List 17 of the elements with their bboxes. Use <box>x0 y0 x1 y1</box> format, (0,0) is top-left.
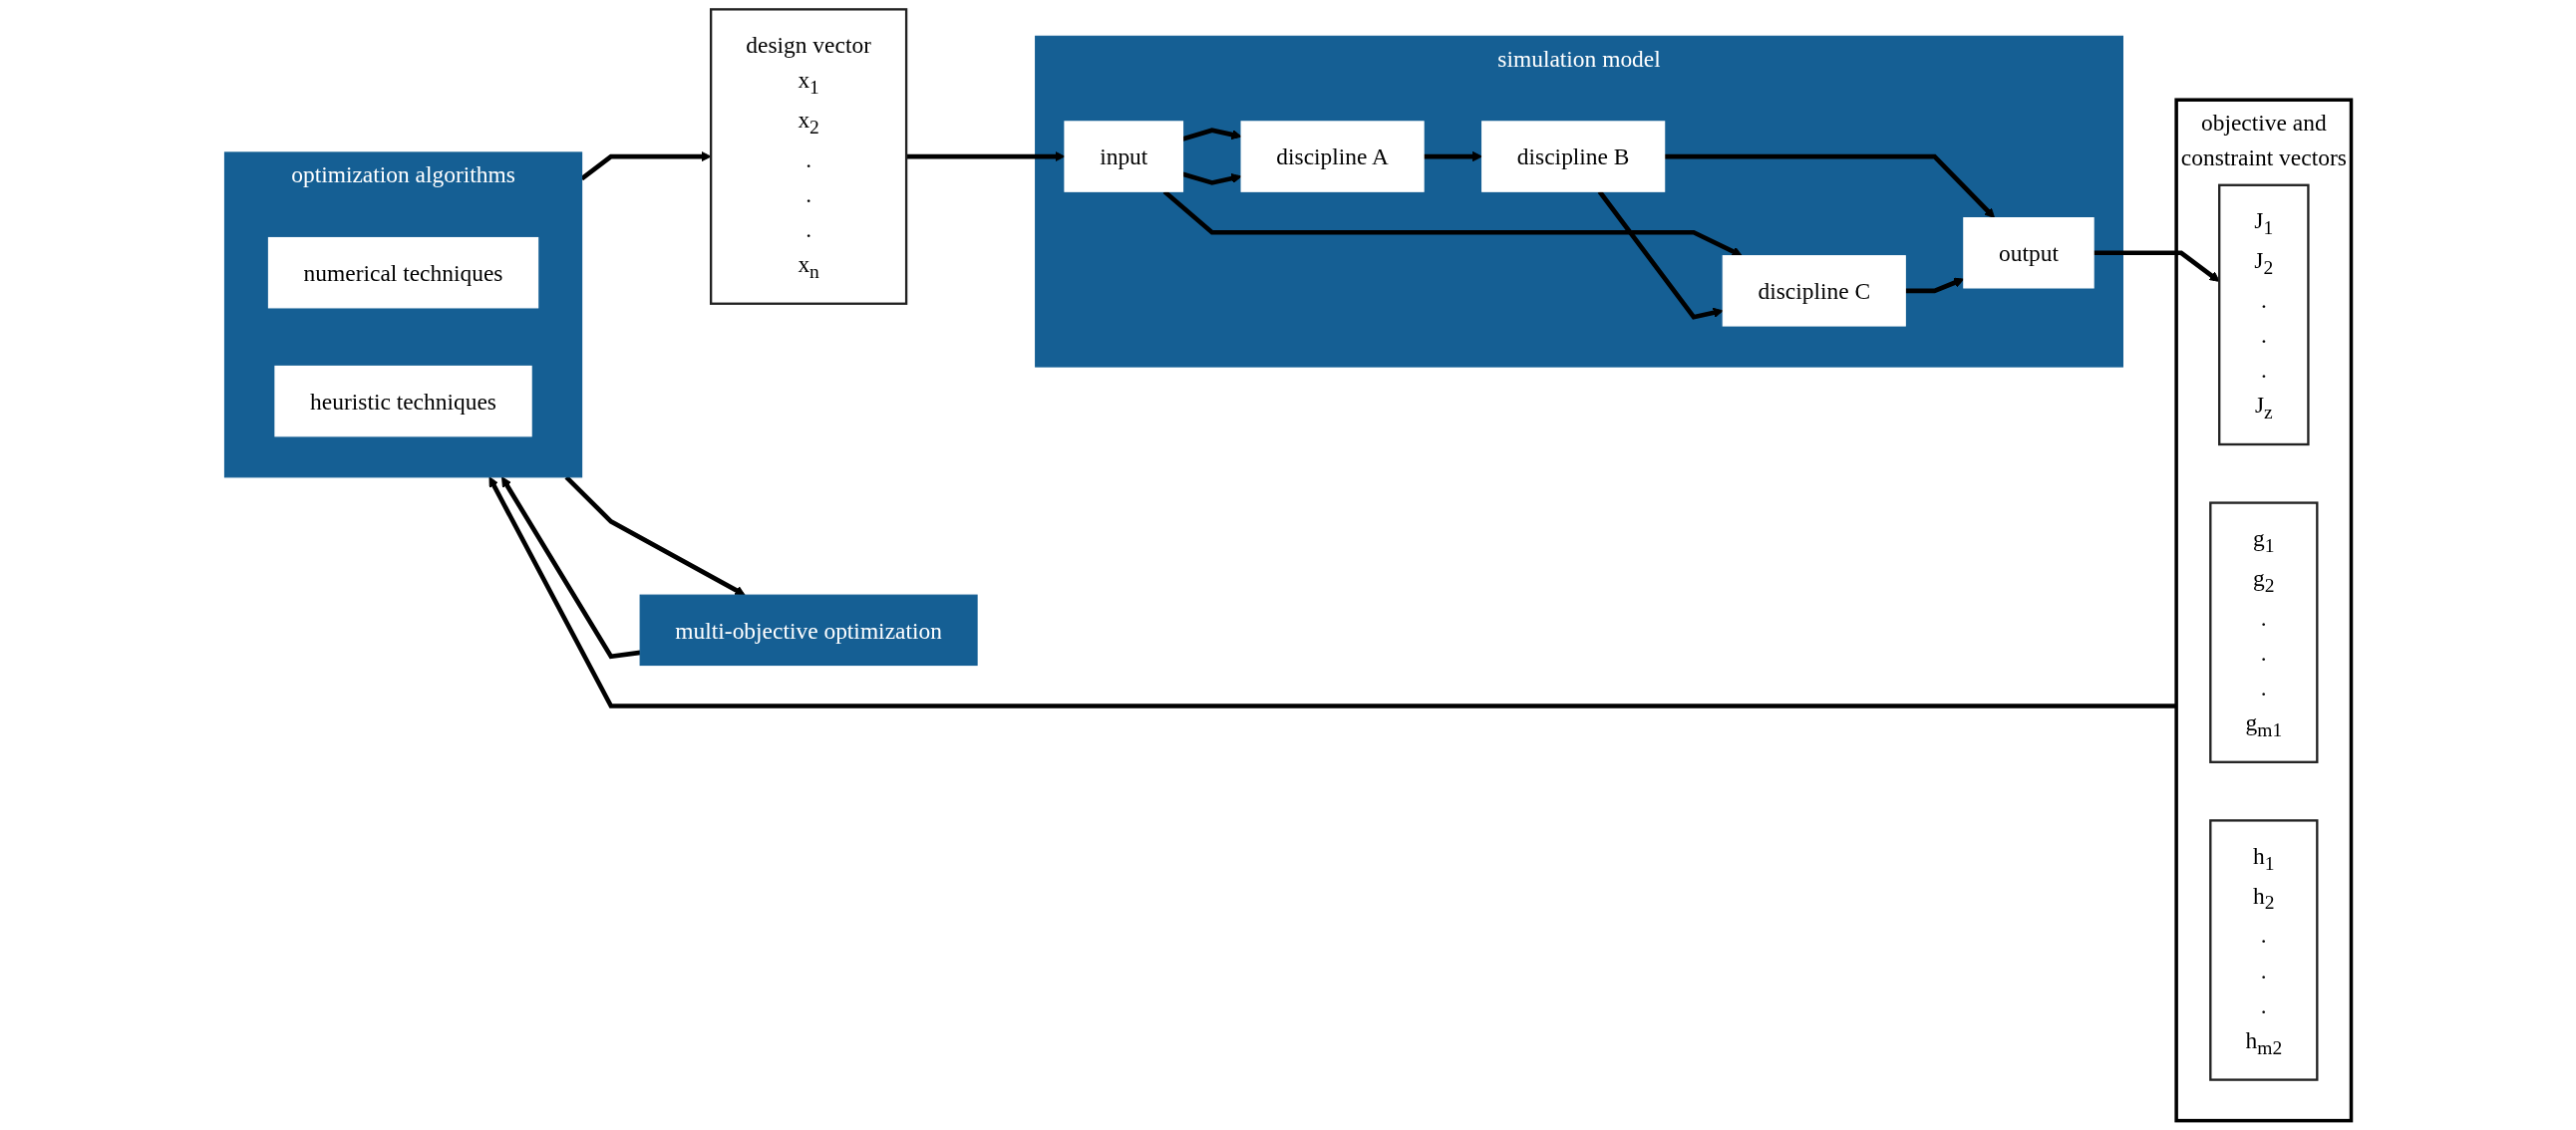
node-box: J$_{1}$ J$_{2}$ . . . J$_{z}$ <box>2218 183 2310 446</box>
arrow <box>501 476 641 660</box>
node-box: h$_{1}$ h$_{2}$ . . . h$_{m2}$ <box>2209 819 2319 1081</box>
arrow <box>564 475 746 596</box>
arrow <box>2093 250 2220 282</box>
node-box: input <box>1064 121 1184 192</box>
node-box: discipline B <box>1481 121 1666 192</box>
node-box: numerical techniques <box>267 236 539 309</box>
node-box: output <box>1963 217 2094 289</box>
node-box: design vector x$_{1}$ x$_{2}$ . . . x$_{n}$ <box>710 8 908 305</box>
node-box: heuristic techniques <box>274 365 532 437</box>
arrow <box>1664 153 1996 219</box>
node-box: g$_{1}$ g$_{2}$ . . . g$_{m1}$ <box>2209 501 2319 763</box>
node-box: multi-objective optimization <box>639 594 978 667</box>
node-box: discipline A <box>1240 121 1425 192</box>
node-box: discipline C <box>1722 255 1906 327</box>
arrow <box>488 476 2177 708</box>
